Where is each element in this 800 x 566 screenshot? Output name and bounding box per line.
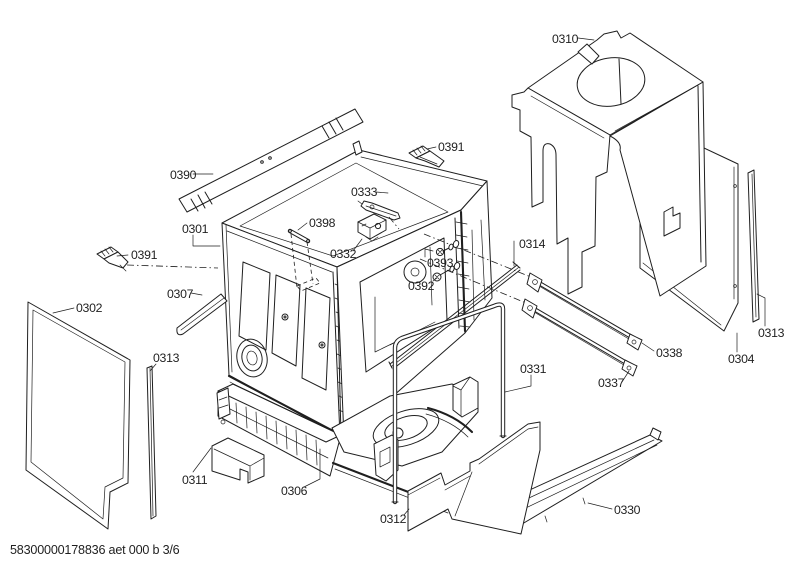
- part-0393: [423, 233, 532, 278]
- part-0301: [221, 140, 493, 441]
- part-0313-left: [146, 365, 157, 520]
- part-label-0313-left: 0313: [153, 351, 180, 365]
- part-0333: [357, 200, 401, 221]
- part-0310: [511, 30, 707, 297]
- part-label-0302: 0302: [76, 301, 103, 315]
- part-label-0304: 0304: [728, 352, 755, 366]
- part-label-0391-top: 0391: [438, 140, 465, 154]
- part-label-0398: 0398: [309, 216, 336, 230]
- part-0330: [498, 427, 663, 531]
- porthole: [236, 338, 268, 378]
- part-label-0306: 0306: [281, 484, 308, 498]
- keyhole-tab: [577, 43, 600, 65]
- part-labels: 0310 0391 0390 0333 0398 0301 0332 0314 …: [76, 32, 785, 526]
- sump-recess: [372, 408, 440, 448]
- part-label-0333: 0333: [351, 185, 378, 199]
- part-0307: [176, 293, 228, 336]
- part-label-0312: 0312: [380, 512, 407, 526]
- leader-0313-left: [149, 363, 157, 372]
- part-label-0332: 0332: [330, 247, 357, 261]
- part-0313-right: [747, 169, 760, 323]
- part-label-0331: 0331: [520, 362, 547, 376]
- leader-0392: [432, 277, 438, 282]
- leader-0393: [424, 248, 434, 258]
- part-label-0310: 0310: [552, 32, 579, 46]
- part-label-0330: 0330: [614, 503, 641, 517]
- leader-0311: [192, 447, 212, 473]
- leader-0306: [303, 448, 321, 488]
- part-0331: [391, 302, 507, 505]
- leader-0333: [375, 191, 389, 194]
- part-0306: [216, 376, 479, 514]
- part-0392: [419, 258, 527, 304]
- part-label-0314: 0314: [519, 237, 546, 251]
- part-label-0301: 0301: [182, 222, 209, 236]
- leader-0307: [190, 292, 203, 296]
- hook-cutout: [663, 206, 681, 237]
- part-0337: [521, 298, 638, 377]
- part-0391-top: [408, 145, 445, 168]
- leader-0391-left: [116, 254, 129, 257]
- part-0398: [287, 228, 321, 292]
- part-0302: [25, 301, 131, 530]
- leader-0337: [621, 370, 630, 383]
- part-0390: [178, 108, 364, 213]
- part-0312: [407, 421, 541, 535]
- part-0391-left: [96, 246, 219, 272]
- drawing-number: 58300000178836 aet 000 b 3/6: [10, 543, 180, 557]
- leader-0312: [403, 508, 410, 516]
- leader-lines: [52, 37, 766, 516]
- leader-0391-top: [426, 146, 437, 150]
- leader-0330: [587, 502, 613, 510]
- leader-0310: [577, 37, 595, 41]
- leader-0302: [52, 307, 75, 314]
- part-label-0391-left: 0391: [131, 248, 158, 262]
- leader-0338: [641, 342, 655, 352]
- part-label-0392: 0392: [408, 279, 435, 293]
- part-0338: [526, 272, 643, 351]
- leader-0301: [192, 234, 221, 247]
- leader-0332: [352, 238, 363, 252]
- leader-0331: [504, 374, 532, 393]
- part-label-0393: 0393: [427, 256, 454, 270]
- leader-0398: [297, 222, 308, 231]
- part-label-0338: 0338: [656, 346, 683, 360]
- part-0332: [357, 213, 400, 242]
- part-label-0311: 0311: [182, 473, 208, 487]
- part-0311: [211, 437, 265, 484]
- part-label-0337: 0337: [598, 376, 625, 390]
- leader-0313-right: [756, 293, 766, 327]
- part-label-0313-right: 0313: [758, 326, 785, 340]
- part-label-0390: 0390: [170, 168, 197, 182]
- part-label-0307: 0307: [167, 287, 194, 301]
- top-hole: [576, 57, 646, 107]
